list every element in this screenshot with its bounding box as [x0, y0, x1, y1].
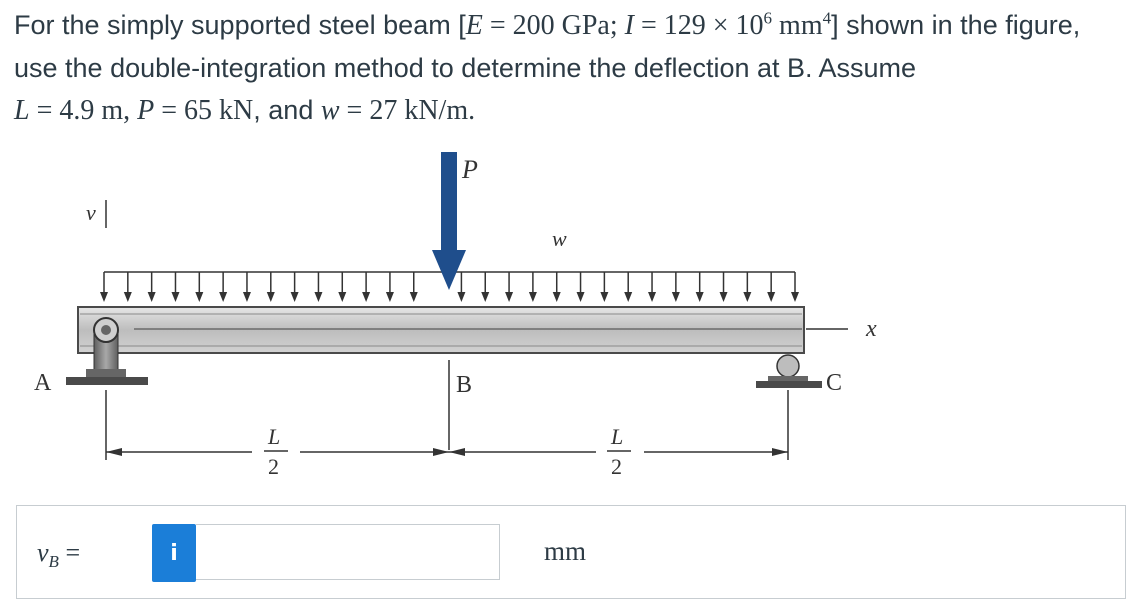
load-arrow-head — [600, 292, 609, 302]
load-arrow-head — [362, 292, 371, 302]
load-arrow-head — [719, 292, 728, 302]
dimension-left — [106, 448, 449, 456]
load-arrow-head — [743, 292, 752, 302]
given-values: L = 4.9 m, P = 65 kN — [14, 95, 254, 126]
label-c: C — [826, 370, 842, 396]
point-load-p — [432, 152, 466, 290]
load-arrow-head — [505, 292, 514, 302]
load-arrow-head — [147, 292, 156, 302]
answer-unit: mm — [544, 536, 587, 566]
load-arrow-head — [624, 292, 633, 302]
dim-left-numerator: L — [267, 424, 280, 449]
dim-left-denominator: 2 — [268, 454, 279, 479]
dim-right-denominator: 2 — [611, 454, 622, 479]
load-arrow-head — [528, 292, 537, 302]
label-a: A — [34, 370, 52, 396]
load-arrow-head — [385, 292, 394, 302]
dimension-right — [449, 448, 788, 456]
problem-text-b: ] shown in the figure, use the double-in… — [14, 10, 1081, 83]
load-arrow-head — [576, 292, 585, 302]
load-arrow-head — [457, 292, 466, 302]
load-arrow-head — [123, 292, 132, 302]
load-arrow-head — [409, 292, 418, 302]
label-x: x — [865, 316, 877, 342]
label-b: B — [456, 372, 472, 398]
pin-support-a — [66, 317, 148, 385]
answer-label: vB = — [37, 538, 81, 572]
load-arrows — [100, 272, 799, 302]
load-arrow-head — [195, 292, 204, 302]
load-arrow-head — [695, 292, 704, 302]
load-arrow-head — [242, 292, 251, 302]
load-arrow-head — [266, 292, 275, 302]
roller-support-c — [756, 354, 822, 388]
load-arrow-head — [290, 292, 299, 302]
info-icon[interactable]: i — [152, 524, 196, 582]
load-arrow-head — [767, 292, 776, 302]
load-arrow-head — [552, 292, 561, 302]
label-v: v — [86, 200, 96, 225]
answer-input[interactable] — [196, 524, 500, 580]
and-text: , and — [253, 95, 321, 125]
load-arrow-head — [100, 292, 108, 302]
label-p: P — [461, 155, 478, 184]
answer-row: vB = i mm — [16, 505, 1126, 599]
problem-text-a: For the simply supported steel beam [ — [14, 10, 466, 40]
load-arrow-head — [171, 292, 180, 302]
load-arrow-head — [671, 292, 680, 302]
beam — [77, 306, 805, 354]
load-arrow-head — [648, 292, 657, 302]
beam-figure: v x w A C B — [34, 152, 877, 479]
load-arrow-head — [481, 292, 490, 302]
problem-statement: For the simply supported steel beam [E =… — [14, 4, 1124, 132]
label-w: w — [552, 226, 567, 251]
modulus-expression: E = 200 GPa; I = 129 × 106 mm4 — [465, 8, 832, 41]
dim-right-numerator: L — [610, 424, 623, 449]
w-expression: w = 27 kN/m. — [320, 95, 476, 126]
load-arrow-head — [791, 292, 799, 302]
load-arrow-head — [338, 292, 347, 302]
load-arrow-head — [314, 292, 323, 302]
load-arrow-head — [219, 292, 228, 302]
